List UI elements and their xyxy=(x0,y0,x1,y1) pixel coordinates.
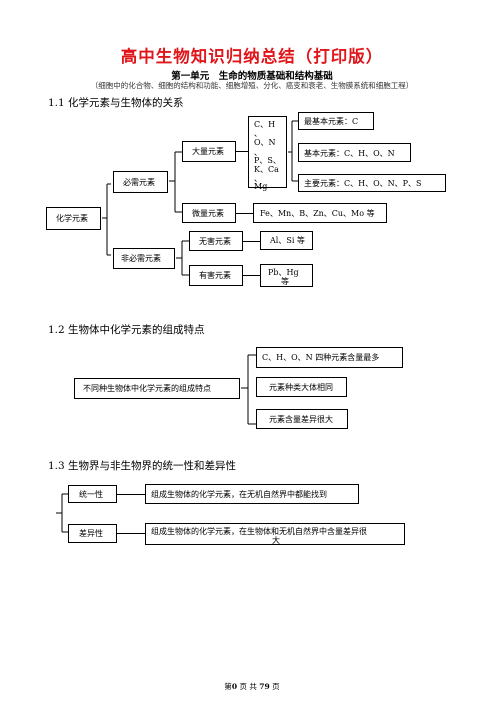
node-nonessential: 非必需元素 xyxy=(113,248,175,269)
node-label: 元素含量差异很大 xyxy=(269,415,333,424)
brace-major xyxy=(288,120,298,182)
brace-essential xyxy=(169,151,182,213)
connector xyxy=(243,241,260,242)
node-trace: 微量元素 xyxy=(182,203,236,223)
unit-title: 第一单元 生命的物质基础和结构基础 xyxy=(171,71,333,82)
node-label: 组成生物体的化学元素，在无机自然界中都能找到 xyxy=(151,490,327,499)
node-trace-list: Fe、Mn、B、Zn、Cu、Mo 等 xyxy=(253,203,387,223)
unit-note: （细胞中的化合物、细胞的结构和功能、细胞增殖、分化、癌变和衰老、生物膜系统和细胞… xyxy=(90,81,414,90)
connector xyxy=(236,151,248,152)
node-difference-text: 组成生物体的化学元素，在生物体和无机自然界中含量差异很 大 xyxy=(145,523,405,545)
node-label: 非必需元素 xyxy=(121,254,161,263)
section-1-heading: 1.1 化学元素与生物体的关系 xyxy=(48,97,184,109)
node-label: 大量元素 xyxy=(192,147,224,156)
node-chemical-elements: 化学元素 xyxy=(46,207,101,230)
node-essential: 必需元素 xyxy=(113,171,168,193)
connector xyxy=(117,494,145,495)
node-unity-text: 组成生物体的化学元素，在无机自然界中都能找到 xyxy=(145,484,359,504)
node-major: 大量元素 xyxy=(182,141,236,162)
node-unity: 统一性 xyxy=(68,485,117,503)
node-composition: 不同种生物体中化学元素的组成特点 xyxy=(74,378,240,399)
connector xyxy=(243,275,260,276)
node-label: 主要元素：C、H、O、N、P、S xyxy=(304,179,422,188)
connector xyxy=(236,213,253,214)
node-label: 最基本元素：C xyxy=(304,117,359,126)
node-label: Al、Si 等 xyxy=(270,236,305,245)
brace-root xyxy=(102,183,111,256)
node-harmless: 无害元素 xyxy=(189,231,243,251)
node-most-basic: 最基本元素：C xyxy=(298,112,374,130)
node-harmless-list: Al、Si 等 xyxy=(260,231,313,250)
page-title: 高中生物知识归纳总结（打印版） xyxy=(120,47,384,66)
node-label: 有害元素 xyxy=(199,271,231,280)
node-major-list: C、H 、 O、N 、 P、S、 K、Ca 、 Mg xyxy=(248,116,287,191)
node-basic: 基本元素：C、H、O、N xyxy=(298,143,411,162)
node-item-2: 元素种类大体相同 xyxy=(256,377,347,397)
brace-unity xyxy=(56,493,68,533)
node-item-1: C、H、O、N 四种元素含量最多 xyxy=(256,347,403,368)
section-2-heading: 1.2 生物体中化学元素的组成特点 xyxy=(48,324,205,336)
node-label: 差异性 xyxy=(79,529,103,538)
node-label: 化学元素 xyxy=(56,214,88,223)
node-label: 元素种类大体相同 xyxy=(269,383,333,392)
node-item-3: 元素含量差异很大 xyxy=(256,409,348,429)
node-label: C、H、O、N 四种元素含量最多 xyxy=(262,353,380,362)
brace-composition xyxy=(241,354,256,425)
node-label: 无害元素 xyxy=(199,237,231,246)
node-difference: 差异性 xyxy=(68,524,117,543)
brace-nonessential xyxy=(176,240,189,276)
node-label: Fe、Mn、B、Zn、Cu、Mo 等 xyxy=(260,209,375,218)
node-harmful: 有害元素 xyxy=(189,265,243,286)
section-3-heading: 1.3 生物界与非生物界的统一性和差异性 xyxy=(48,460,237,472)
node-label: 必需元素 xyxy=(123,178,155,187)
node-label: 微量元素 xyxy=(192,209,224,218)
page-total: 79 xyxy=(259,682,270,691)
page-footer: 第0 页 共 79 页 xyxy=(224,682,280,691)
node-label: 统一性 xyxy=(79,490,103,499)
node-label: 不同种生物体中化学元素的组成特点 xyxy=(83,384,211,393)
connector xyxy=(117,533,145,534)
node-main: 主要元素：C、H、O、N、P、S xyxy=(298,174,446,192)
page-number: 0 xyxy=(231,682,238,691)
node-harmful-list: Pb、Hg 等 xyxy=(260,264,313,287)
node-label: 基本元素：C、H、O、N xyxy=(304,149,395,158)
